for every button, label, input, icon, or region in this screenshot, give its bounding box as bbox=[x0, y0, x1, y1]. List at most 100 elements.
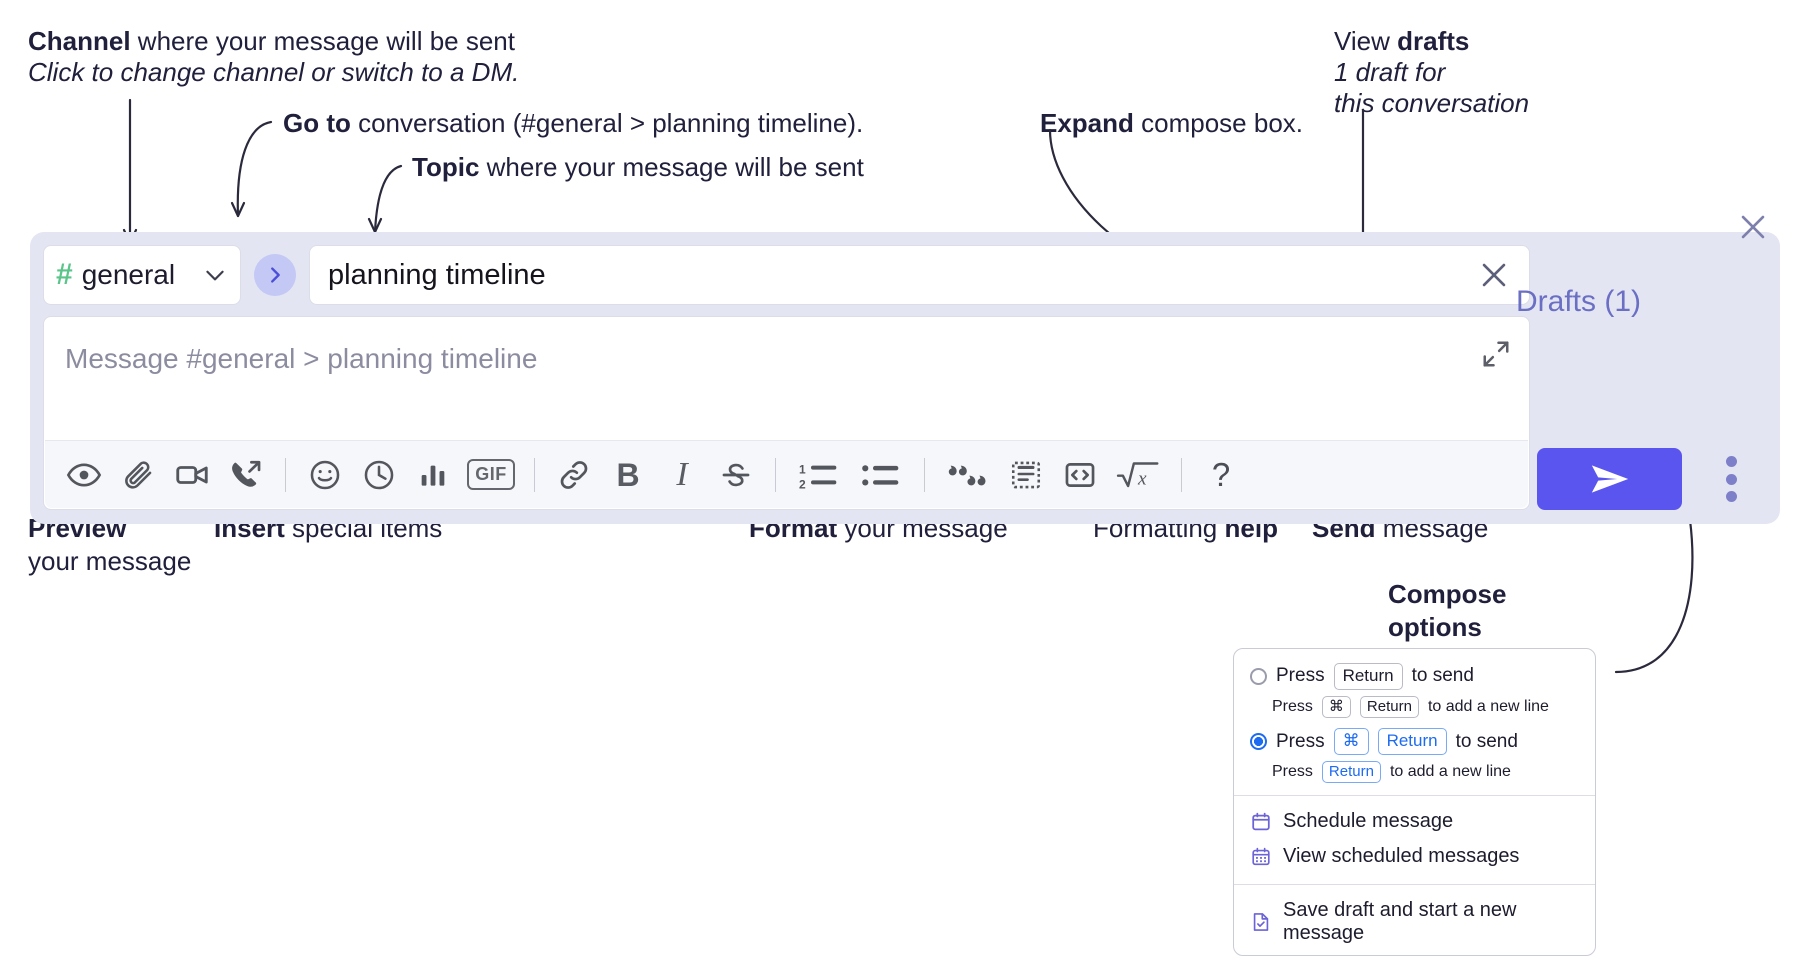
send-arrow-icon bbox=[1591, 465, 1628, 493]
annotation-compose-options-1: Compose bbox=[1388, 576, 1506, 612]
send-option-return[interactable]: Press Return to send bbox=[1234, 661, 1595, 692]
annotation-drafts-italic2: this conversation bbox=[1334, 88, 1530, 118]
annotation-drafts-bold: drafts bbox=[1397, 26, 1470, 56]
compose-inner: # general planning timeline Message #gen… bbox=[43, 244, 1530, 510]
menu-divider bbox=[1234, 795, 1595, 797]
radio-unselected-icon[interactable] bbox=[1250, 667, 1267, 685]
compose-options-menu: Press Return to send Press ⌘ Return to a… bbox=[1233, 648, 1596, 956]
annotation-preview-line2: your message bbox=[28, 543, 191, 579]
annotation-drafts-italic1: 1 draft for bbox=[1334, 57, 1446, 87]
send-button[interactable] bbox=[1537, 448, 1682, 510]
toolbar-separator bbox=[775, 457, 776, 492]
svg-text:x: x bbox=[1137, 468, 1147, 489]
calendar-icon bbox=[1250, 811, 1272, 833]
menu-item-save-draft[interactable]: Save draft and start a new message bbox=[1234, 893, 1595, 951]
close-icon[interactable] bbox=[1477, 258, 1511, 292]
option1-sub-tail: to add a new line bbox=[1427, 698, 1549, 716]
compose-box: # general planning timeline Message #gen… bbox=[30, 232, 1780, 524]
math-icon[interactable]: x bbox=[1107, 448, 1169, 502]
emoji-icon[interactable] bbox=[298, 448, 352, 502]
poll-icon[interactable] bbox=[406, 448, 460, 502]
formatting-toolbar: GIF B I bbox=[45, 440, 1528, 508]
option1-sub-key-return: Return bbox=[1359, 695, 1419, 719]
ordered-list-icon[interactable]: 1 2 bbox=[788, 448, 850, 502]
go-to-conversation-button[interactable] bbox=[254, 254, 296, 296]
annotation-topic-bold: Topic bbox=[412, 152, 480, 182]
menu-item-view-scheduled-messages[interactable]: View scheduled messages bbox=[1234, 839, 1595, 874]
strikethrough-icon[interactable] bbox=[709, 448, 763, 502]
preview-icon[interactable] bbox=[57, 448, 111, 502]
annotation-copts-bold2: options bbox=[1388, 612, 1482, 642]
italic-label: I bbox=[676, 455, 688, 493]
bold-label: B bbox=[616, 456, 640, 493]
channel-name-label: general bbox=[81, 259, 176, 290]
annotation-expand-rest: compose box. bbox=[1133, 108, 1304, 138]
send-option-cmd-return[interactable]: Press ⌘ Return to send bbox=[1234, 726, 1595, 757]
bold-icon[interactable]: B bbox=[601, 448, 655, 502]
huddle-schedule-icon[interactable] bbox=[352, 448, 406, 502]
message-input-placeholder: Message #general > planning timeline bbox=[65, 343, 538, 374]
dot bbox=[1725, 491, 1737, 502]
option2-sub-tail: to add a new line bbox=[1389, 763, 1511, 781]
option2-key-return: Return bbox=[1377, 728, 1447, 756]
attachment-icon[interactable] bbox=[111, 448, 165, 502]
dot bbox=[1725, 473, 1737, 485]
annotation-channel-italic: Click to change channel or switch to a D… bbox=[28, 57, 520, 87]
annotation-goto: Go to conversation (#general > planning … bbox=[283, 105, 863, 141]
annotation-drafts-line2: 1 draft for bbox=[1334, 54, 1445, 90]
annotation-expand-bold: Expand bbox=[1040, 108, 1134, 138]
topic-input[interactable]: planning timeline bbox=[309, 245, 1530, 305]
annotation-compose-options-2: options bbox=[1388, 609, 1482, 645]
svg-text:2: 2 bbox=[799, 477, 806, 491]
annotation-preview-rest: your message bbox=[28, 546, 192, 576]
menu-divider bbox=[1234, 884, 1595, 886]
annotation-topic: Topic where your message will be sent bbox=[412, 149, 864, 185]
video-clip-icon[interactable] bbox=[165, 448, 219, 502]
toolbar-separator bbox=[1181, 457, 1182, 492]
option1-sub-key-cmd: ⌘ bbox=[1321, 695, 1351, 719]
annotation-drafts-line1: View drafts bbox=[1334, 23, 1469, 59]
channel-selector[interactable]: # general bbox=[43, 245, 241, 305]
calendar-grid-icon bbox=[1250, 846, 1272, 868]
italic-icon[interactable]: I bbox=[655, 448, 709, 502]
blockquote-icon[interactable] bbox=[937, 448, 999, 502]
expand-compose-icon[interactable] bbox=[1479, 337, 1513, 371]
send-option-cmd-return-sub: Press Return to add a new line bbox=[1234, 759, 1595, 785]
close-compose-icon[interactable] bbox=[1736, 210, 1770, 244]
option1-press: Press bbox=[1276, 665, 1325, 687]
radio-selected-icon[interactable] bbox=[1250, 733, 1267, 751]
help-label: ? bbox=[1211, 455, 1231, 493]
annotation-channel-bold: Channel bbox=[28, 26, 131, 56]
hash-icon: # bbox=[56, 258, 73, 291]
gif-icon[interactable]: GIF bbox=[460, 448, 522, 502]
annotation-channel-rest: where your message will be sent bbox=[130, 26, 515, 56]
annotation-channel-line2: Click to change channel or switch to a D… bbox=[28, 54, 519, 90]
svg-text:1: 1 bbox=[799, 462, 806, 476]
message-input-card[interactable]: Message #general > planning timeline bbox=[43, 316, 1530, 510]
menu-item-label: Save draft and start a new message bbox=[1283, 899, 1517, 945]
code-block-icon[interactable] bbox=[999, 448, 1053, 502]
audio-clip-icon[interactable] bbox=[219, 448, 273, 502]
compose-header: # general planning timeline bbox=[43, 244, 1530, 306]
option2-sub-press: Press bbox=[1272, 763, 1313, 781]
drafts-link[interactable]: Drafts (1) bbox=[1516, 285, 1642, 318]
link-icon[interactable] bbox=[547, 448, 601, 502]
compose-options-button[interactable] bbox=[1719, 456, 1743, 502]
menu-item-label: Schedule message bbox=[1283, 810, 1454, 833]
bulleted-list-icon[interactable] bbox=[850, 448, 912, 502]
save-draft-icon bbox=[1250, 911, 1272, 933]
gif-label: GIF bbox=[467, 459, 515, 490]
inline-code-icon[interactable] bbox=[1053, 448, 1107, 502]
dot bbox=[1725, 456, 1737, 467]
formatting-help-icon[interactable]: ? bbox=[1194, 448, 1248, 502]
annotation-drafts-plain: View bbox=[1334, 26, 1398, 56]
annotation-goto-rest: conversation (#general > planning timeli… bbox=[350, 108, 864, 138]
annotation-copts-bold1: Compose bbox=[1388, 579, 1507, 609]
option2-sub-key-return: Return bbox=[1321, 761, 1381, 784]
annotation-drafts-line3: this conversation bbox=[1334, 85, 1529, 121]
option2-key-cmd: ⌘ bbox=[1333, 728, 1369, 756]
annotation-goto-bold: Go to bbox=[283, 108, 351, 138]
menu-item-schedule-message[interactable]: Schedule message bbox=[1234, 804, 1595, 839]
send-option-return-sub: Press ⌘ Return to add a new line bbox=[1234, 694, 1595, 720]
toolbar-separator bbox=[534, 457, 535, 492]
